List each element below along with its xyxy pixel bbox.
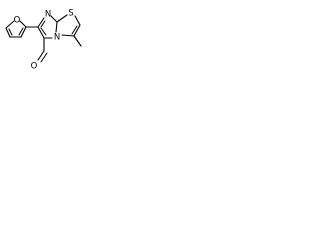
bond-c7a-n4 [55,21,58,33]
bond-cho-o [37,50,45,61]
bond-furan-c2-o [19,20,27,28]
thiazole-sulfur-label: S [68,9,73,19]
imidazole-nitrogen-label: N [45,10,51,20]
bond-furan-o-c5 [5,20,15,29]
bond-c5-c6-double [40,27,47,36]
bond-methyl [73,35,82,47]
bond-c2-c3 [73,24,81,37]
molecule-structure-diagram: O N S N O [5,9,82,72]
bond-furan-c5-c4 [5,27,11,38]
bond-cho-o-double [40,52,48,63]
bond-furan-c5-c4-double [8,28,13,36]
bond-furan-c3-c2-double [18,27,24,36]
imidazole-ring [37,15,58,39]
aldehyde-oxygen-label: O [31,62,38,72]
thiazole-ring [56,14,81,37]
aldehyde-group [37,37,48,63]
bond-c5-c6 [37,26,45,39]
bond-c7a-s [56,14,68,23]
bond-s-c2 [74,15,81,26]
bond-c2-c3-double [71,25,78,35]
bridgehead-nitrogen-label: N [54,33,60,43]
bond-n7-c7a [50,15,58,23]
bond-c6-n7-double [40,20,46,28]
bond-c3-n4 [61,34,75,37]
bond-c6-n7 [37,17,45,28]
bond-furan-c3-c2 [20,26,27,38]
furan-oxygen-label: O [14,16,21,26]
furan-ring [5,20,27,38]
